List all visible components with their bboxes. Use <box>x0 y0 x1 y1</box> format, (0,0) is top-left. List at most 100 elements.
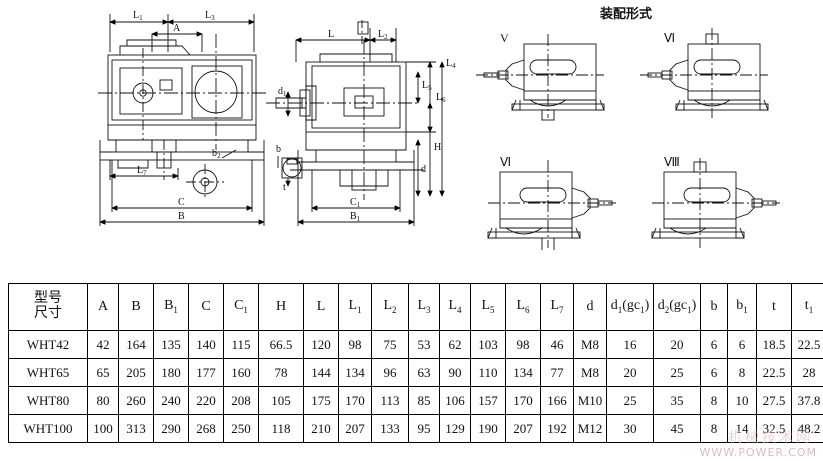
cell-L6: 98 <box>505 330 541 359</box>
cell-t1: 22.5 <box>791 330 823 359</box>
svg-text:装配形式: 装配形式 <box>599 6 652 21</box>
cell-L7: 166 <box>540 386 574 415</box>
header-L7: L7 <box>540 283 574 331</box>
svg-text:Ⅷ: Ⅷ <box>664 155 680 169</box>
svg-text:L1: L1 <box>133 10 143 22</box>
cell-L: 175 <box>303 386 339 415</box>
cell-A: 42 <box>87 330 119 359</box>
cell-B1: 180 <box>153 358 189 387</box>
cell-model: WHT42 <box>8 330 88 359</box>
cell-L5: 110 <box>470 358 506 387</box>
svg-text:Ⅵ: Ⅵ <box>500 155 511 169</box>
cell-C1: 250 <box>223 414 259 443</box>
cell-L5: 103 <box>470 330 506 359</box>
cell-d1: 25 <box>606 386 654 415</box>
cell-A: 80 <box>87 386 119 415</box>
cell-L7: 192 <box>540 414 574 443</box>
cell-L3: 63 <box>408 358 440 387</box>
cell-d: M12 <box>573 414 607 443</box>
cell-L3: 53 <box>408 330 440 359</box>
cell-C: 140 <box>188 330 224 359</box>
cell-b1: 14 <box>727 414 757 443</box>
cell-B: 313 <box>118 414 154 443</box>
cell-b: 6 <box>700 358 728 387</box>
svg-text:d: d <box>421 164 426 175</box>
svg-text:C1: C1 <box>350 197 361 209</box>
header-b: b <box>700 283 728 331</box>
cell-L1: 170 <box>338 386 372 415</box>
cell-L4: 62 <box>439 330 471 359</box>
cell-C: 177 <box>188 358 224 387</box>
header-L: L <box>303 283 339 331</box>
technical-drawings-area: L1 L3 A <box>98 6 780 250</box>
cell-L2: 133 <box>371 414 409 443</box>
header-C1: C1 <box>223 283 259 331</box>
cell-d1: 20 <box>606 358 654 387</box>
cell-L4: 129 <box>439 414 471 443</box>
cell-C: 220 <box>188 386 224 415</box>
cell-H: 66.5 <box>258 330 304 359</box>
cell-b1: 10 <box>727 386 757 415</box>
cell-H: 105 <box>258 386 304 415</box>
cell-d2: 35 <box>653 386 701 415</box>
header-H: H <box>258 283 304 331</box>
cell-B1: 240 <box>153 386 189 415</box>
svg-text:V: V <box>500 31 509 45</box>
header-L2: L2 <box>371 283 409 331</box>
cell-L6: 134 <box>505 358 541 387</box>
cell-b: 8 <box>700 414 728 443</box>
cell-t1: 28 <box>791 358 823 387</box>
cell-d: M8 <box>573 358 607 387</box>
cell-B: 164 <box>118 330 154 359</box>
cell-L2: 75 <box>371 330 409 359</box>
header-L6: L6 <box>505 283 541 331</box>
header-d: d <box>573 283 607 331</box>
cell-H: 78 <box>258 358 304 387</box>
svg-text:Ⅵ: Ⅵ <box>664 31 675 45</box>
cell-L7: 77 <box>540 358 574 387</box>
header-corner-line2: 尺寸 <box>34 306 62 321</box>
cell-L3: 95 <box>408 414 440 443</box>
header-A: A <box>87 283 119 331</box>
cell-b: 8 <box>700 386 728 415</box>
header-C: C <box>188 283 224 331</box>
cell-L3: 85 <box>408 386 440 415</box>
cell-d2: 20 <box>653 330 701 359</box>
svg-text:C: C <box>178 197 185 208</box>
header-L4: L4 <box>439 283 471 331</box>
cell-model: WHT80 <box>8 386 88 415</box>
cell-C1: 115 <box>223 330 259 359</box>
cell-H: 118 <box>258 414 304 443</box>
cell-C1: 160 <box>223 358 259 387</box>
svg-text:b: b <box>276 144 281 155</box>
cell-L1: 134 <box>338 358 372 387</box>
cell-b1: 8 <box>727 358 757 387</box>
svg-text:L: L <box>328 29 334 40</box>
cell-A: 100 <box>87 414 119 443</box>
header-L1: L1 <box>338 283 372 331</box>
cell-t1: 48.2 <box>791 414 823 443</box>
cell-t: 22.5 <box>756 358 792 387</box>
cell-L2: 96 <box>371 358 409 387</box>
header-d2: d2(gc1) <box>653 283 701 331</box>
svg-text:L2: L2 <box>378 29 388 41</box>
cell-L6: 170 <box>505 386 541 415</box>
cell-L: 144 <box>303 358 339 387</box>
svg-text:B: B <box>178 211 185 222</box>
cell-L4: 106 <box>439 386 471 415</box>
table-row: WHT100 100 313 290 268 250 118 210 207 1… <box>8 414 823 443</box>
cell-L1: 98 <box>338 330 372 359</box>
cell-L1: 207 <box>338 414 372 443</box>
svg-text:H: H <box>434 142 441 153</box>
header-t: t <box>756 283 792 331</box>
table-row: WHT80 80 260 240 220 208 105 175 170 113… <box>8 386 823 415</box>
cell-L6: 207 <box>505 414 541 443</box>
header-b1: b1 <box>727 283 757 331</box>
cell-t: 32.5 <box>756 414 792 443</box>
header-t1: t1 <box>791 283 823 331</box>
cell-t: 18.5 <box>756 330 792 359</box>
svg-text:L4: L4 <box>446 58 456 70</box>
header-corner: 型号 尺寸 <box>8 283 88 331</box>
cell-b: 6 <box>700 330 728 359</box>
svg-text:L3: L3 <box>205 10 215 22</box>
